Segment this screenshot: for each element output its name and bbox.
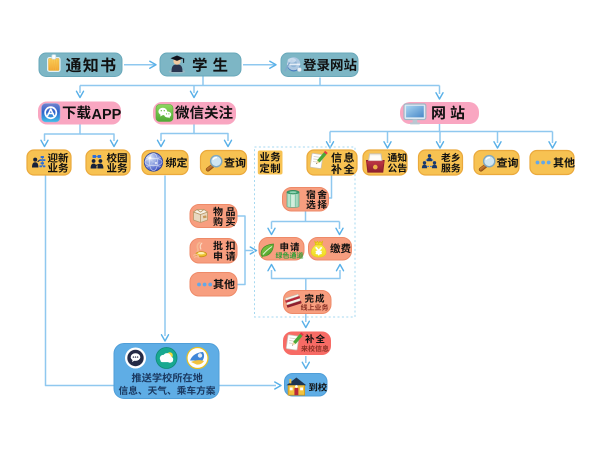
svg-text:APP: APP — [92, 107, 122, 123]
